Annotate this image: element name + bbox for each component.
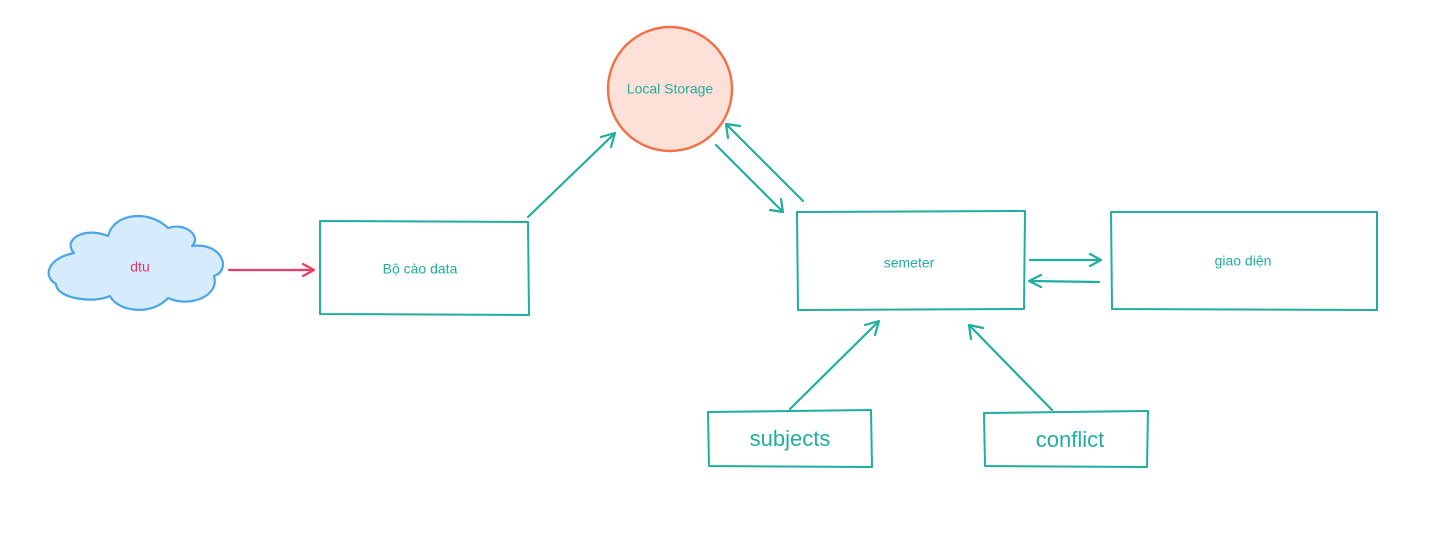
- semester-label: semeter: [884, 255, 935, 271]
- conflict-box: conflict: [983, 410, 1149, 468]
- local-storage-node: Local Storage: [606, 25, 734, 153]
- arrow-semester-to-storage: [724, 122, 805, 203]
- arrow-dtu-to-scraper: [227, 262, 316, 278]
- arrow-conflict-to-semester: [967, 323, 1054, 412]
- arrow-subjects-to-semester: [788, 319, 881, 411]
- arrow-storage-to-semester: [714, 143, 785, 214]
- local-storage-label: Local Storage: [627, 81, 714, 97]
- ui-box: giao diện: [1110, 211, 1378, 311]
- arrow-ui-to-semester: [1027, 273, 1101, 289]
- ui-label: giao diện: [1215, 253, 1272, 269]
- subjects-box: subjects: [707, 409, 873, 468]
- scraper-box: Bộ cào data: [319, 220, 530, 316]
- conflict-label: conflict: [1036, 427, 1104, 452]
- arrow-semester-to-ui: [1028, 252, 1103, 268]
- semester-box: semeter: [796, 210, 1026, 311]
- dtu-label: dtu: [130, 259, 149, 275]
- dtu-cloud-shape: [47, 215, 225, 311]
- arrow-scraper-to-storage: [526, 131, 617, 219]
- dtu-cloud: dtu: [47, 215, 225, 311]
- scraper-label: Bộ cào data: [383, 261, 458, 277]
- subjects-label: subjects: [750, 426, 831, 451]
